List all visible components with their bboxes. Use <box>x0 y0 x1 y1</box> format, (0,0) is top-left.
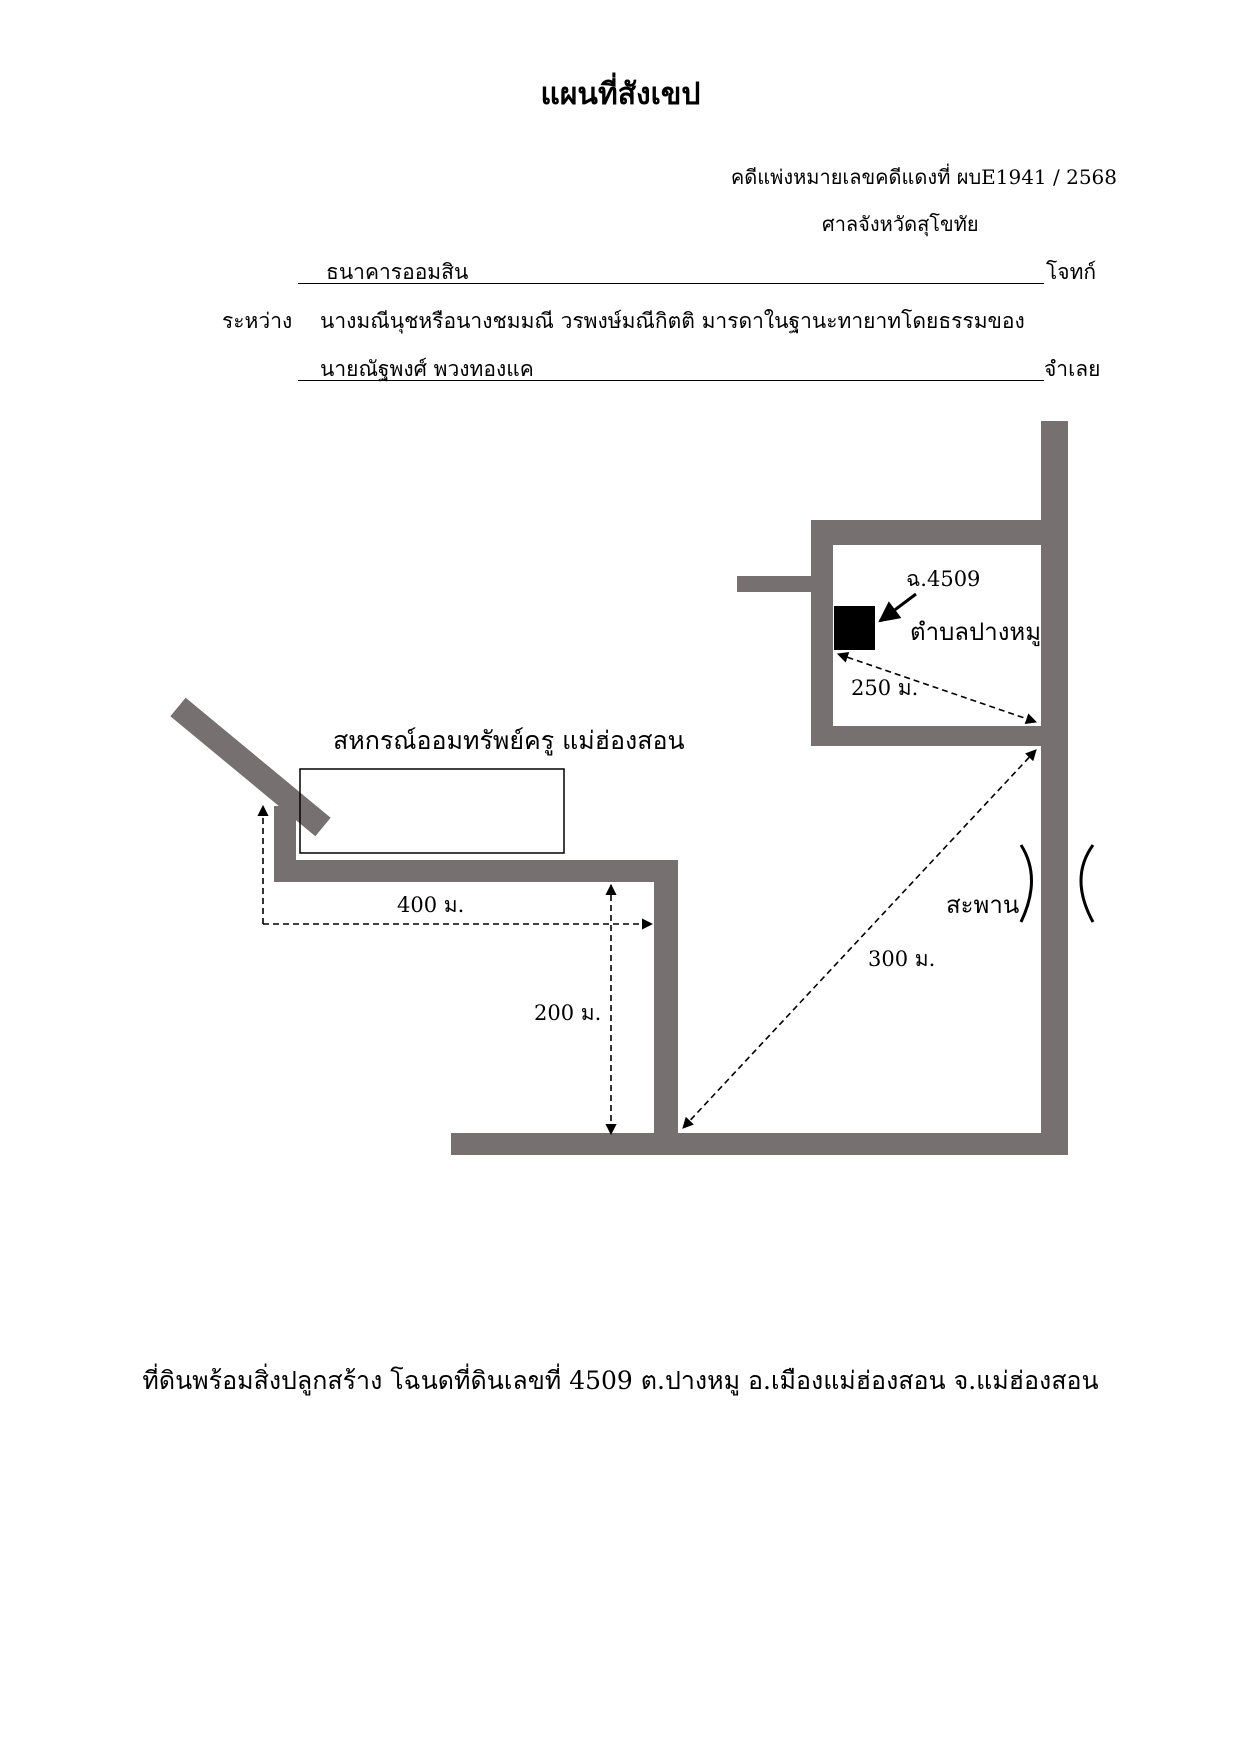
coop-building <box>299 768 565 854</box>
defendant-underline <box>298 380 1044 381</box>
plaintiff-name: ธนาคารออมสิน <box>326 260 469 284</box>
defendant-line-1: นางมณีนุชหรือนางชมมณี วรพงษ์มณีกิตติ มาร… <box>320 309 1025 333</box>
road-mid-vertical <box>654 860 678 1140</box>
plaintiff-underline <box>298 283 1044 284</box>
distance-250-line <box>836 651 1038 725</box>
court-name: ศาลจังหวัดสุโขทัย <box>822 212 979 236</box>
parcel-top <box>811 520 1051 545</box>
subdistrict-label: ตำบลปางหมู <box>910 618 1041 647</box>
land-parcel-marker <box>834 606 875 650</box>
case-number: คดีแพ่งหมายเลขคดีแดงที่ ผบE1941 / 2568 <box>730 165 1117 189</box>
bridge-symbol-left <box>1019 844 1033 923</box>
road-bottom <box>451 1133 1068 1155</box>
bridge-symbol-right <box>1079 844 1095 923</box>
parcel-bottom <box>811 726 1051 746</box>
distance-300-label: 300 ม. <box>868 947 935 971</box>
distance-300-line <box>682 749 1037 1129</box>
defendant-line-2: นายณัฐพงศ์ พวงทองแค <box>320 357 534 381</box>
parcel-left <box>811 520 833 746</box>
distance-250-label: 250 ม. <box>851 676 918 700</box>
between-label: ระหว่าง <box>222 309 293 333</box>
deed-pointer-arrow <box>878 592 917 623</box>
road-diagonal <box>170 697 331 837</box>
bridge-label: สะพาน <box>946 891 1019 919</box>
page-title: แผนที่สังเขป <box>540 77 701 112</box>
map-caption: ที่ดินพร้อมสิ่งปลูกสร้าง โฉนดที่ดินเลขที… <box>142 1366 1099 1395</box>
deed-label: ฉ.4509 <box>906 567 980 591</box>
plaintiff-role: โจทก์ <box>1046 260 1097 284</box>
roads <box>170 421 1068 1155</box>
coop-label: สหกรณ์ออมทรัพย์ครู แม่ฮ่องสอน <box>333 726 685 756</box>
defendant-role: จำเลย <box>1044 357 1101 381</box>
road-left-stub <box>274 806 296 882</box>
distance-400-label: 400 ม. <box>397 893 464 917</box>
road-spur <box>737 576 815 592</box>
road-mid-horizontal <box>274 860 678 882</box>
distance-200-label: 200 ม. <box>534 1001 601 1025</box>
